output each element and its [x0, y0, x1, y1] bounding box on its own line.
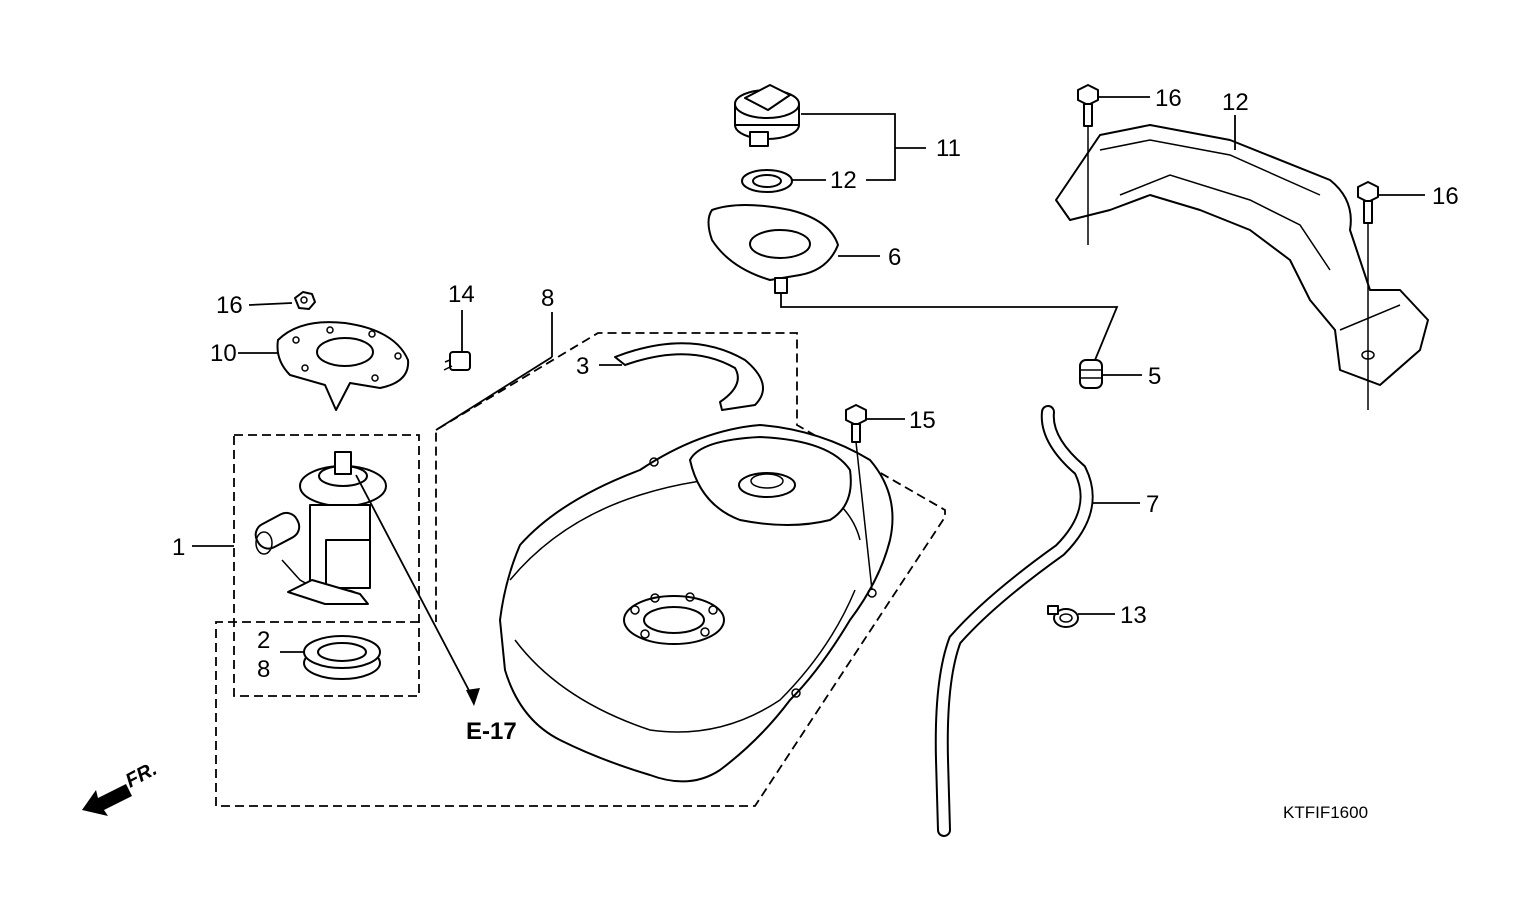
- front-arrow-icon: [82, 784, 132, 816]
- callout-1[interactable]: 1: [172, 534, 185, 561]
- breather-grommet-part[interactable]: [1079, 359, 1103, 389]
- callout-13[interactable]: 13: [1120, 602, 1147, 629]
- drain-tube-part[interactable]: [934, 405, 1094, 837]
- callout-16-right[interactable]: 16: [1432, 183, 1459, 210]
- hose-clip-part[interactable]: [443, 351, 471, 371]
- reference-e17[interactable]: E-17: [466, 718, 517, 745]
- callout-12[interactable]: 14: [448, 281, 475, 308]
- tank-stay-part[interactable]: [1055, 124, 1429, 386]
- flange-bolt-right-part[interactable]: [1357, 181, 1379, 410]
- front-direction-indicator: FR.: [82, 758, 161, 816]
- callout-6[interactable]: 7: [1146, 491, 1159, 518]
- callout-4[interactable]: 5: [1148, 363, 1161, 390]
- set-plate-part[interactable]: [276, 321, 410, 411]
- leader-lines: [192, 96, 1425, 653]
- callout-2[interactable]: 2: [257, 627, 270, 654]
- callout-5[interactable]: 6: [888, 244, 901, 271]
- callout-3[interactable]: 3: [576, 353, 589, 380]
- callout-labels: 16 10 14 8 3 1 2 8 11 12 6 5 15 7 13 16 …: [172, 85, 1459, 822]
- callout-15[interactable]: 15: [909, 407, 936, 434]
- flange-bolt-upper-part[interactable]: [1077, 84, 1099, 245]
- breather-route-line: [780, 293, 1119, 361]
- callout-11[interactable]: 12: [1222, 89, 1249, 116]
- callout-9[interactable]: 11: [936, 135, 961, 162]
- callout-8-set-plate[interactable]: 10: [210, 340, 237, 367]
- callout-10[interactable]: 12: [830, 167, 857, 194]
- fuel-pump-group-outline: [233, 434, 420, 697]
- reference-arrow: [355, 474, 480, 706]
- fuel-tank-group-outline: [215, 332, 946, 807]
- front-label: FR.: [122, 758, 161, 793]
- callout-7[interactable]: 8: [541, 285, 554, 312]
- flange-bolt-part[interactable]: [845, 404, 873, 591]
- filler-tray-part[interactable]: [707, 204, 839, 294]
- flange-nut-part[interactable]: [294, 291, 316, 310]
- tube-clip-part[interactable]: [1047, 605, 1079, 628]
- callout-8-packing[interactable]: 8: [257, 656, 270, 683]
- fuel-pump-packing-part[interactable]: [303, 635, 381, 680]
- diagram-code: KTFIF1600: [1283, 803, 1368, 822]
- filler-cap-part[interactable]: [734, 84, 800, 147]
- callout-16-upper[interactable]: 16: [1155, 85, 1182, 112]
- filler-cap-gasket-part[interactable]: [741, 169, 793, 193]
- callout-14[interactable]: 16: [216, 292, 243, 319]
- rubber-strip-part[interactable]: [614, 342, 764, 411]
- fuel-tank-part[interactable]: [499, 424, 894, 783]
- fuel-pump-part[interactable]: [251, 451, 387, 605]
